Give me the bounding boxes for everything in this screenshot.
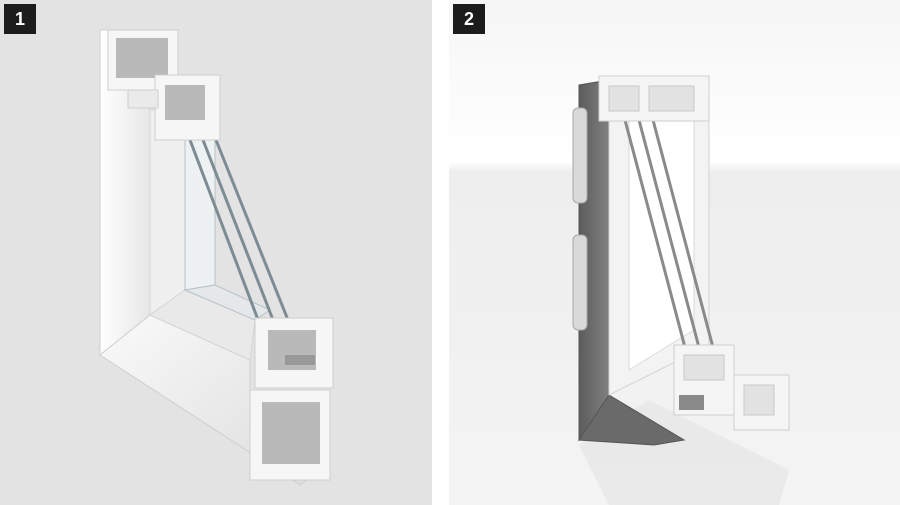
panel-number-badge: 2 [453, 4, 485, 34]
bottom-profile-section [249, 317, 334, 481]
window-profile-white-illustration [99, 29, 334, 486]
hinge-icon [572, 234, 588, 331]
top-profile-section [598, 75, 710, 122]
window-profile-grey-illustration [449, 0, 900, 505]
panel-number-badge: 1 [4, 4, 36, 34]
photo-panel-2: 2 [449, 0, 900, 505]
photo-panel-1: 1 [0, 0, 432, 505]
hinge-icon [572, 107, 588, 204]
bottom-profile-section [673, 344, 790, 431]
top-profile-section [107, 29, 221, 141]
